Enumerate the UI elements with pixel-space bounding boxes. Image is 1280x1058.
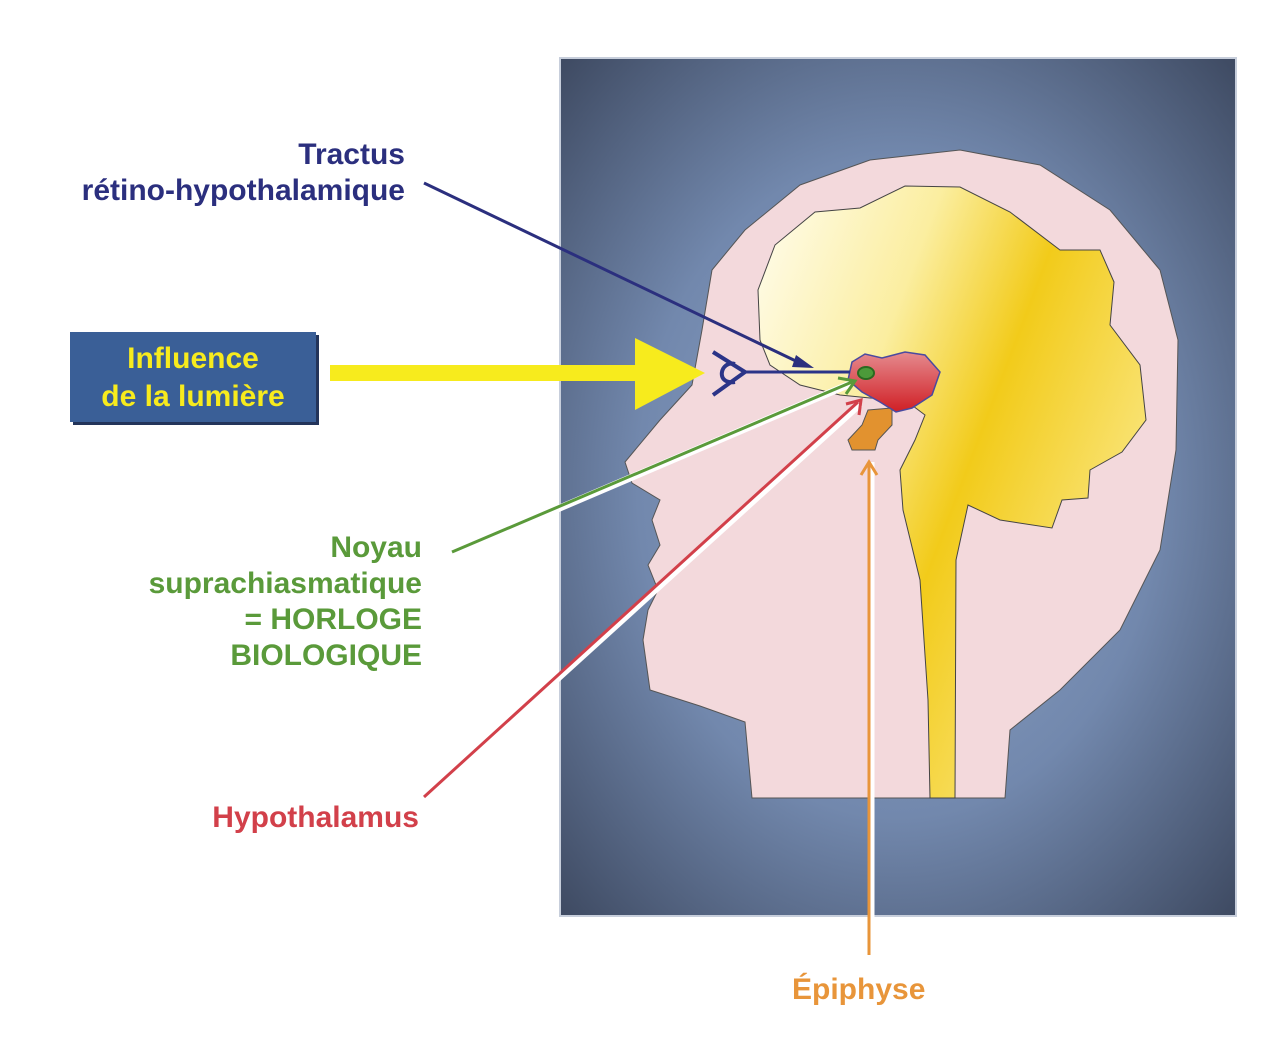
noyau-line-3: = HORLOGE <box>244 603 422 636</box>
noyau-line-4: BIOLOGIQUE <box>230 639 422 672</box>
eye-icon <box>711 350 850 397</box>
light-box-line-1: Influence <box>127 342 259 375</box>
tractus-arrow <box>423 181 814 368</box>
brain <box>757 185 1147 799</box>
tractus-line-1: Tractus <box>298 138 405 171</box>
hypothalamus-label: Hypothalamus <box>212 801 419 834</box>
suprachiasmatic-nucleus <box>857 366 875 380</box>
epiphyse-arrow <box>859 459 879 955</box>
hypothalamus-arrow <box>422 397 863 801</box>
epiphyse-gland <box>847 407 893 451</box>
tractus-line-2: rétino-hypothalamique <box>81 174 405 207</box>
noyau-arrow <box>450 376 858 558</box>
light-influence-box: Influence de la lumière <box>70 332 316 422</box>
tractus-label: Tractus rétino-hypothalamique <box>82 137 405 209</box>
light-arrow <box>330 338 705 410</box>
noyau-line-1: Noyau <box>330 531 422 564</box>
noyau-line-2: suprachiasmatique <box>148 567 422 600</box>
light-box-line-2: de la lumière <box>101 380 285 413</box>
hypothalamus-region <box>847 351 941 413</box>
epiphyse-label: Épiphyse <box>792 973 926 1006</box>
noyau-label: Noyau suprachiasmatique = HORLOGE BIOLOG… <box>149 530 422 674</box>
